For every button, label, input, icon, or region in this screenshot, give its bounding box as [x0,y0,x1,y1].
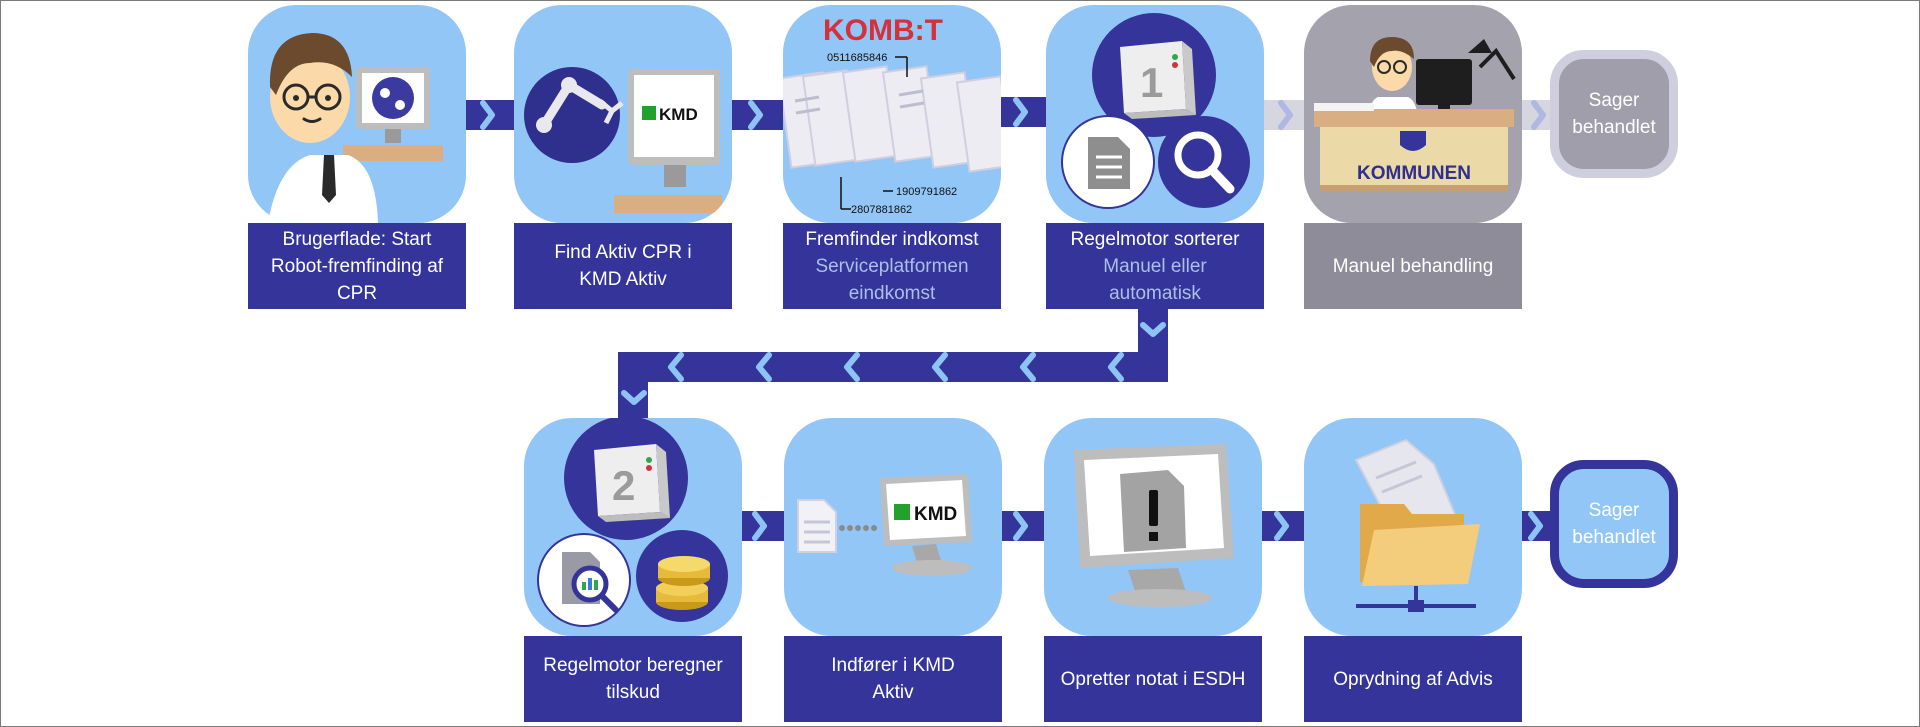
step-title: Find Aktiv CPR i KMD Aktiv [554,242,692,290]
chevron-left-icon [668,352,684,382]
document-transfer-icon: KMD [797,474,972,576]
step-label: Indfører i KMD Aktiv [784,636,1002,722]
person-at-computer-icon [268,33,443,223]
return-path-horizontal [618,352,1168,382]
warning-note-icon [1074,444,1234,607]
step-label: Manuel behandling [1304,223,1522,309]
step-title: Regelmotor beregner tilskud [543,655,723,703]
step-note-esdh-tile [1044,418,1262,636]
step-title: Oprydning af Advis [1333,668,1493,690]
end-node-top: Sager behandlet [1550,50,1678,178]
chevron-right-icon [748,100,763,130]
step-label: Brugerflade: Start Robot-fremfinding af … [248,223,466,309]
document-stack-icon: KOMB:T 0511685846 1909791862 2807881862 [783,14,1001,216]
svg-text:1: 1 [1140,59,1163,106]
step-title: Regelmotor sorterer [1070,228,1240,250]
chevron-left-icon [932,352,948,382]
step-title: Indfører i KMD Aktiv [831,655,955,703]
chevron-right-icon [752,511,767,541]
step-title: Fremfinder indkomst [805,228,979,250]
svg-text:KOMB:T: KOMB:T [823,14,943,47]
svg-text:2807881862: 2807881862 [851,204,912,216]
robot-arm-icon: KMD [524,67,722,213]
end-node-label: Sager behandlet [1572,90,1656,138]
rule-engine-icon: 1 [1061,13,1250,209]
step-title: Manuel behandling [1332,255,1494,277]
svg-text:0511685846: 0511685846 [827,52,887,64]
step-calculate-tile: 2 [524,418,742,636]
step-label: Fremfinder indkomst Serviceplatformen ei… [783,223,1001,309]
return-path-vertical-left [618,352,648,418]
step-title: Opretter notat i ESDH [1060,668,1246,690]
chevron-left-icon [1020,352,1036,382]
chevron-right-icon [1278,100,1293,130]
svg-text:1909791862: 1909791862 [896,186,957,198]
chevron-right-icon [1274,511,1289,541]
step-manual-tile: KOMMUNEN [1304,5,1522,223]
step-income-tile: KOMB:T 0511685846 1909791862 2807881862 [783,5,1001,223]
step-label: Opretter notat i ESDH [1044,636,1262,722]
chevron-right-icon [1013,511,1028,541]
svg-text:KMD: KMD [914,504,957,525]
folder-network-icon [1354,438,1480,612]
chevron-right-icon [1531,100,1546,130]
chevron-down-icon [621,390,647,405]
step-start-robot-tile [248,5,466,223]
step-label: Regelmotor beregner tilskud [524,636,742,722]
svg-text:2: 2 [612,462,635,509]
step-label: Find Aktiv CPR i KMD Aktiv [514,223,732,309]
step-label: Oprydning af Advis [1304,636,1522,722]
chevron-right-icon [480,100,495,130]
chevron-left-icon [756,352,772,382]
step-subtitle: Serviceplatformen eindkomst [815,255,969,304]
clerk-at-desk-icon: KOMMUNEN [1314,37,1516,191]
step-subtitle: Manuel eller automatisk [1103,255,1207,304]
step-title: Brugerflade: Start Robot-fremfinding af … [270,228,444,304]
end-node-label: Sager behandlet [1572,500,1656,548]
step-enter-kmd-tile: KMD [784,418,1002,636]
svg-text:KMD: KMD [659,105,698,124]
chevron-left-icon [844,352,860,382]
chevron-right-icon [1013,97,1028,127]
step-label: Regelmotor sorterer Manuel eller automat… [1046,223,1264,309]
step-rule-sort-tile: 1 [1046,5,1264,223]
chevron-right-icon [1528,511,1543,541]
chevron-left-icon [1108,352,1124,382]
end-node-bottom: Sager behandlet [1550,460,1678,588]
calculator-coins-icon: 2 [537,418,728,627]
chevron-down-icon [1140,322,1166,337]
svg-text:KOMMUNEN: KOMMUNEN [1357,163,1471,184]
step-cleanup-tile [1304,418,1522,636]
step-find-cpr-tile: KMD [514,5,732,223]
